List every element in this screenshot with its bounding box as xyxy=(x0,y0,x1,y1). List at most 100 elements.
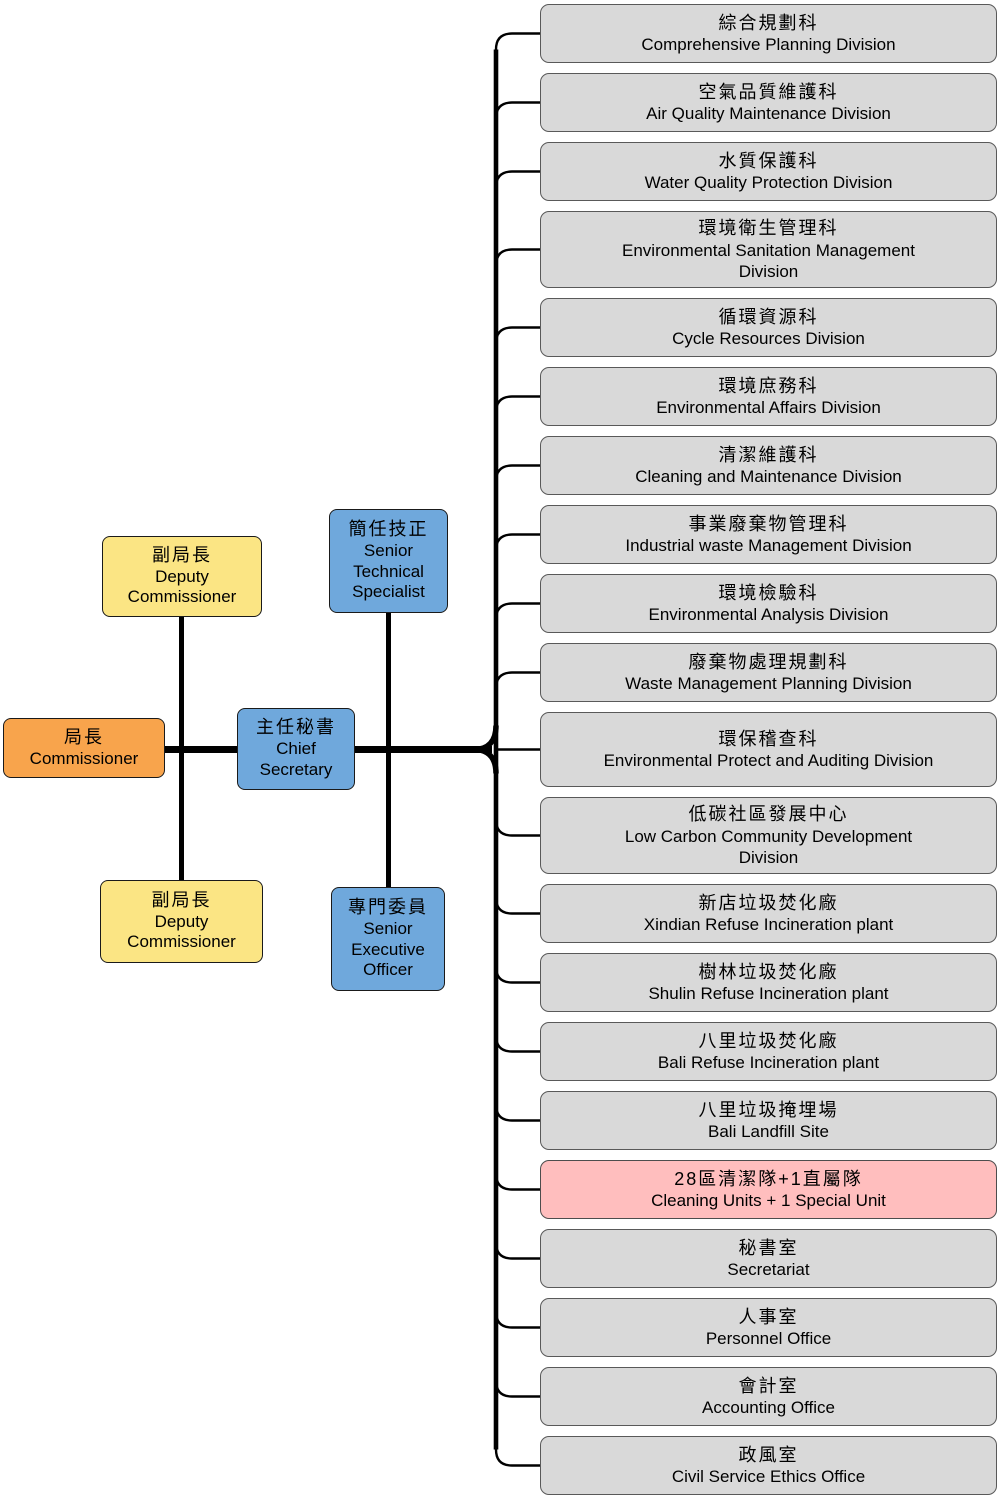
org-node-commissioner: 局長 Commissioner xyxy=(3,718,165,778)
node-title-zh: 簡任技正 xyxy=(348,518,429,539)
connector-line xyxy=(494,1311,540,1329)
connector-line xyxy=(494,1449,540,1467)
unit-title-en: Bali Refuse Incineration plant xyxy=(657,1053,880,1073)
connector-line xyxy=(494,32,540,50)
unit-title-zh: 28區清潔隊+1直屬隊 xyxy=(674,1168,863,1189)
connector-line xyxy=(494,966,540,984)
unit-title-zh: 水質保護科 xyxy=(718,150,819,171)
unit-title-en: Accounting Office xyxy=(702,1398,835,1418)
node-title-zh: 副局長 xyxy=(151,889,212,910)
unit-title-zh: 新店垃圾焚化廠 xyxy=(698,892,839,913)
unit-title-zh: 低碳社區發展中心 xyxy=(688,804,849,824)
unit-title-en: Cleaning Units + 1 Special Unit xyxy=(651,1191,886,1211)
org-node-chief-secretary: 主任秘書 Chief Secretary xyxy=(237,708,355,790)
connector-line xyxy=(494,326,540,344)
unit-title-en: Environmental Affairs Division xyxy=(656,398,881,418)
connector-line xyxy=(494,1104,540,1122)
node-title-zh: 局長 xyxy=(64,726,104,747)
connector-line xyxy=(494,1173,540,1191)
unit-title-zh: 秘書室 xyxy=(738,1237,799,1258)
unit-title-zh: 環境衛生管理科 xyxy=(698,218,839,238)
connector-line xyxy=(494,602,540,620)
unit-title-zh: 環境檢驗科 xyxy=(718,582,819,603)
node-title-en: Senior Executive Officer xyxy=(351,918,425,980)
unit-title-zh: 空氣品質維護科 xyxy=(698,81,839,102)
unit-title-en: Waste Management Planning Division xyxy=(625,674,912,694)
unit-title-zh: 綜合規劃科 xyxy=(718,12,819,33)
unit-title-zh: 八里垃圾掩埋場 xyxy=(698,1099,839,1120)
connector-line xyxy=(494,248,540,266)
unit-title-en: Environmental Protect and Auditing Divis… xyxy=(603,751,934,771)
connector-line xyxy=(494,819,540,837)
connector-line xyxy=(494,1380,540,1398)
connector-line xyxy=(494,170,540,188)
unit-title-zh: 會計室 xyxy=(738,1375,799,1396)
unit-title-en: Water Quality Protection Division xyxy=(644,173,893,193)
connector-line xyxy=(494,533,540,551)
unit-title-zh: 廢棄物處理規劃科 xyxy=(688,651,849,672)
unit-title-en: Environmental Sanitation Management Divi… xyxy=(622,240,915,281)
unit-title-en: Cleaning and Maintenance Division xyxy=(635,467,902,487)
connector-line xyxy=(494,101,540,119)
connector-line xyxy=(494,1242,540,1260)
unit-title-zh: 人事室 xyxy=(738,1306,799,1327)
fork-curve-down xyxy=(473,746,499,774)
node-title-en: Deputy Commissioner xyxy=(127,566,237,607)
unit-title-en: Secretariat xyxy=(727,1260,810,1280)
node-title-en: Deputy Commissioner xyxy=(127,911,236,952)
connector-line xyxy=(494,897,540,915)
unit-title-zh: 清潔維護科 xyxy=(718,444,819,465)
unit-title-zh: 循環資源科 xyxy=(718,306,819,327)
connector-line xyxy=(494,671,540,689)
node-title-en: Senior Technical Specialist xyxy=(352,540,425,602)
unit-title-en: Cycle Resources Division xyxy=(672,329,865,349)
node-title-zh: 專門委員 xyxy=(348,896,428,917)
unit-title-en: Air Quality Maintenance Division xyxy=(646,104,891,124)
org-node-senior-executive-officer: 專門委員 Senior Executive Officer xyxy=(331,887,445,991)
node-title-en: Chief Secretary xyxy=(259,739,333,779)
unit-title-zh: 事業廢棄物管理科 xyxy=(688,513,849,534)
unit-title-zh: 樹林垃圾焚化廠 xyxy=(698,961,839,982)
unit-title-en: Personnel Office xyxy=(705,1329,832,1349)
connector-line xyxy=(494,1035,540,1053)
fork-curve-up xyxy=(473,725,499,753)
org-node-senior-technical-specialist: 簡任技正 Senior Technical Specialist xyxy=(329,509,448,613)
unit-title-en: Environmental Analysis Division xyxy=(648,605,889,625)
node-title-zh: 主任秘書 xyxy=(256,717,336,738)
unit-title-en: Bali Landfill Site xyxy=(708,1122,829,1142)
org-node-deputy-commissioner-2: 副局長 Deputy Commissioner xyxy=(100,880,263,963)
connector-line xyxy=(494,464,540,482)
node-title-zh: 副局長 xyxy=(152,544,212,565)
unit-title-zh: 環保稽查科 xyxy=(718,728,819,749)
unit-title-en: Comprehensive Planning Division xyxy=(641,35,896,55)
unit-title-en: Low Carbon Community Development Divisio… xyxy=(624,826,913,867)
unit-title-zh: 八里垃圾焚化廠 xyxy=(698,1030,839,1051)
unit-title-zh: 政風室 xyxy=(738,1444,799,1465)
connector-line xyxy=(494,395,540,413)
unit-title-en: Xindian Refuse Incineration plant xyxy=(643,915,894,935)
unit-title-zh: 環境庶務科 xyxy=(718,375,819,396)
